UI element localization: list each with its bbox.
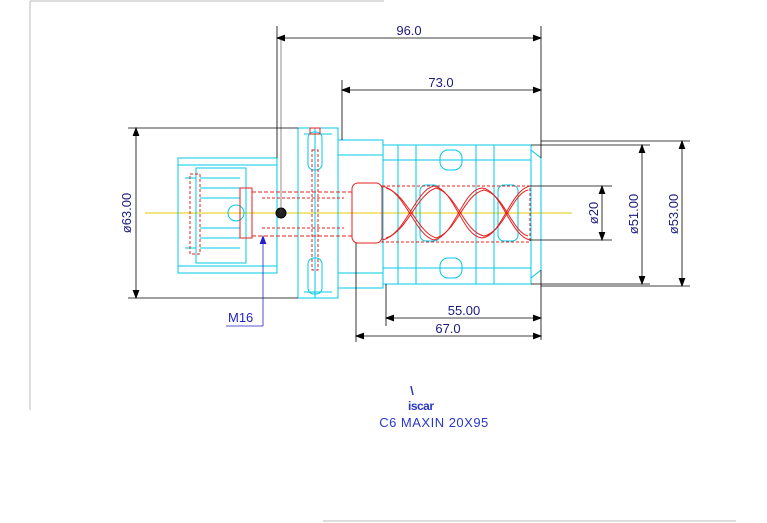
dim-67: 67.0 xyxy=(435,321,460,336)
iscar-logo: iscar xyxy=(408,385,435,413)
thread-leader xyxy=(226,234,267,327)
dim-d51: ø51.00 xyxy=(626,194,641,234)
dim-96: 96.0 xyxy=(396,23,421,38)
draw-bar xyxy=(251,191,353,237)
dimension-lines xyxy=(128,26,690,342)
shank-body xyxy=(177,157,278,274)
svg-text:iscar: iscar xyxy=(408,399,434,413)
dim-d53: ø53.00 xyxy=(666,194,681,234)
dim-73: 73.0 xyxy=(428,75,453,90)
shank-hole xyxy=(227,204,245,222)
dim-55: 55.00 xyxy=(448,303,481,318)
dim-d20: ø20 xyxy=(586,202,601,224)
hidden-geometry xyxy=(189,127,531,271)
collet-slots xyxy=(381,185,531,241)
thread-label: M16 xyxy=(228,310,253,325)
dim-d63: ø63.00 xyxy=(119,193,134,233)
part-designation: C6 MAXIN 20X95 xyxy=(379,415,489,430)
tool-outline xyxy=(177,127,542,299)
nut-body xyxy=(382,144,532,285)
